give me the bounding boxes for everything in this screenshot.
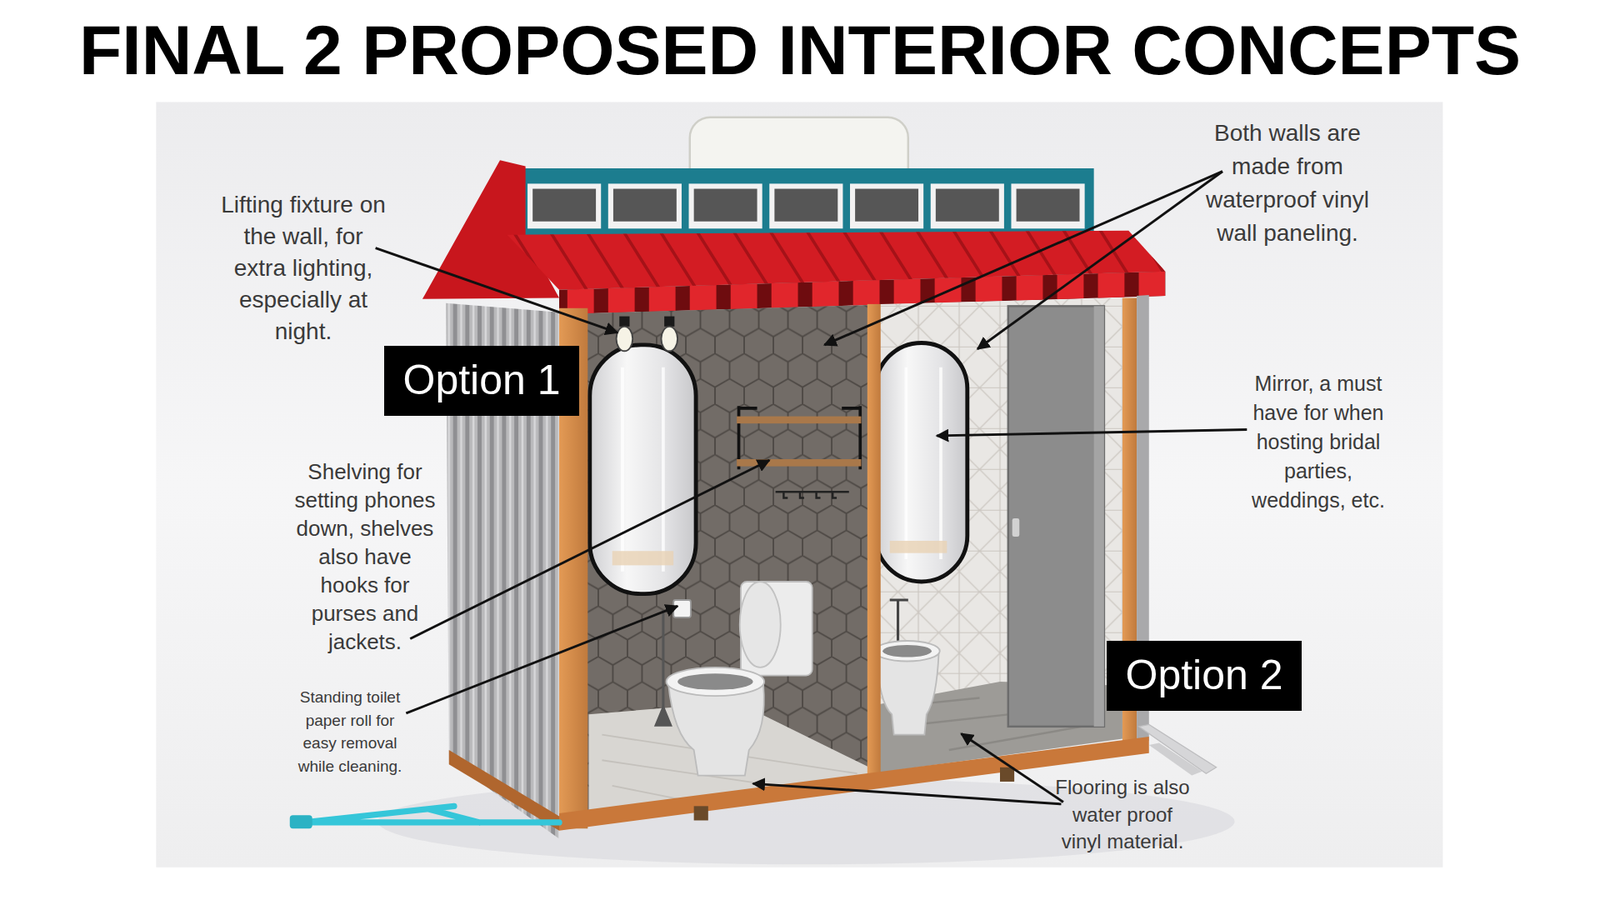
wood-frame-part — [867, 304, 881, 786]
callout-wrap: Shelving for setting phones down, shelve… — [292, 457, 439, 656]
page-title: FINAL 2 PROPOSED INTERIOR CONCEPTS — [79, 11, 1521, 89]
clerestory-band-part — [532, 189, 596, 222]
entry-step — [1139, 724, 1217, 775]
callout-wrap: Flooring is also water proof vinyl mater… — [1052, 774, 1193, 856]
toilet-1-part — [740, 581, 781, 668]
leader-lines-part — [824, 171, 1223, 345]
callout-note: Standing toilet paper roll for easy remo… — [291, 685, 409, 778]
callout-note: Shelving for setting phones down, shelve… — [292, 457, 439, 656]
mirror-2-part — [875, 342, 968, 582]
toilet-1-part — [666, 667, 765, 696]
clerestory-band-part — [1016, 189, 1080, 222]
wall-lights-part — [660, 326, 678, 351]
toilet-1-part — [668, 683, 765, 775]
leader-lines-part — [960, 733, 1063, 802]
callout-note: Both walls are made from waterproof viny… — [1200, 116, 1375, 250]
clerestory-band-part — [613, 189, 677, 222]
leader-lines-part — [977, 171, 1223, 350]
callout-wrap: Standing toilet paper roll for easy remo… — [291, 685, 409, 778]
callout-note: Lifting fixture on the wall, for extra l… — [218, 189, 390, 348]
clerestory-band-part — [522, 168, 1095, 237]
room-option-1 — [586, 305, 870, 819]
option-tag: Option 1 — [384, 345, 580, 416]
leader-lines-part — [753, 783, 1062, 804]
wall-lights — [616, 316, 678, 352]
mirror-2-part — [890, 540, 948, 554]
toilet-2 — [874, 600, 940, 735]
clerestory-band-part — [1010, 183, 1085, 229]
callout-note: Flooring is also water proof vinyl mater… — [1052, 774, 1193, 856]
mirror-1 — [590, 345, 696, 595]
leader-lines-part — [405, 605, 678, 714]
clerestory-band-part — [774, 189, 838, 222]
callout-wrap: Both walls are made from waterproof viny… — [1200, 116, 1375, 250]
mirror-1-part — [622, 367, 664, 572]
wall-lights-part — [619, 316, 630, 327]
toilet-paper-stand-part — [661, 610, 665, 715]
wall-shelf — [736, 405, 861, 498]
toilet-2-part — [874, 640, 940, 661]
wall-shelf-part — [736, 459, 861, 467]
leader-lines-part — [936, 430, 1247, 436]
clerestory-band-part — [527, 183, 601, 229]
callout-note: Mirror, a must have for when hosting bri… — [1243, 369, 1394, 515]
trailer-hitch-part — [290, 815, 313, 829]
mirror-1-part — [590, 345, 696, 595]
room-option-2-part — [1008, 305, 1105, 726]
room-option-2-part — [1094, 305, 1105, 726]
clerestory-band-part — [689, 183, 763, 229]
mirror-2 — [875, 342, 968, 582]
wood-frame-part — [1000, 767, 1015, 782]
toilet-2-part — [882, 645, 932, 658]
clerestory-band — [522, 168, 1095, 237]
leader-lines-part — [375, 248, 618, 334]
trailer-hitch-part — [304, 805, 560, 823]
red-roof-part — [422, 160, 560, 300]
wood-frame — [559, 295, 1150, 831]
render-panel — [155, 101, 1443, 867]
toilet-1-part — [677, 673, 754, 690]
toilet-paper-stand-part — [654, 704, 673, 727]
room-option-1-part — [586, 305, 870, 819]
wall-lights-part — [664, 316, 675, 327]
callout-wrap: Lifting fixture on the wall, for extra l… — [218, 189, 390, 348]
callout-wrap: Mirror, a must have for when hosting bri… — [1243, 369, 1394, 515]
wood-frame-part — [694, 805, 709, 820]
entry-step-part — [1139, 724, 1217, 774]
option-label: Option 1 — [402, 356, 560, 405]
clerestory-band-part — [769, 183, 843, 229]
mirror-2-part — [905, 367, 941, 560]
toilet-1 — [666, 581, 813, 776]
title-wrap: FINAL 2 PROPOSED INTERIOR CONCEPTS — [0, 11, 1600, 89]
clerestory-band-part — [694, 189, 758, 222]
clerestory-band-part — [855, 189, 919, 222]
wall-lights-part — [616, 326, 634, 351]
trailer-hitch — [290, 805, 560, 829]
clerestory-band-part — [930, 183, 1005, 229]
clerestory-band-part — [850, 183, 924, 229]
wall-shelf-part — [775, 491, 850, 498]
clerestory-band-part — [608, 183, 682, 229]
entry-step-part — [1149, 742, 1203, 775]
toilet-paper-stand-part — [673, 600, 691, 618]
wall-shelf-part — [736, 416, 861, 425]
mirror-1-part — [612, 550, 674, 565]
room-option-2-part — [1012, 518, 1020, 537]
toilet-2-part — [875, 653, 940, 735]
clerestory-band-part — [935, 189, 1000, 222]
option-tag: Option 2 — [1106, 640, 1302, 711]
leader-lines-part — [410, 460, 770, 639]
option-label: Option 2 — [1125, 651, 1283, 700]
